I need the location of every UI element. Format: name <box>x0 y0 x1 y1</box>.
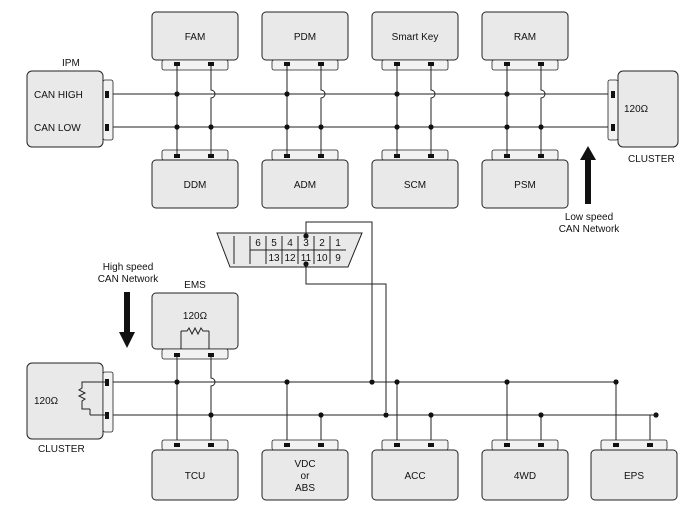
module-4wd-label: 4WD <box>514 471 536 482</box>
pin-1: 1 <box>335 238 341 249</box>
pin-12: 12 <box>284 253 296 264</box>
module-ems-resistor: 120Ω <box>183 311 208 322</box>
module-vdc-label: VDC <box>294 459 315 470</box>
module-abs-label: ABS <box>295 483 315 494</box>
module-vdc-abs: VDC or ABS <box>261 439 349 501</box>
module-vdc-or-label: or <box>301 471 311 482</box>
module-fam-label: FAM <box>185 32 206 43</box>
pin-10: 10 <box>316 253 328 264</box>
module-scm: SCM <box>371 149 459 209</box>
cluster-high: 120Ω CLUSTER <box>26 362 114 455</box>
low-network-label-2: CAN Network <box>559 224 621 235</box>
ipm-can-low-label: CAN LOW <box>34 123 81 134</box>
module-acc: ACC <box>371 439 459 501</box>
arrow-down-icon <box>119 292 135 348</box>
connector-wires <box>305 221 387 412</box>
module-pdm: PDM <box>261 11 349 71</box>
pin-6: 6 <box>255 238 261 249</box>
pin-13: 13 <box>268 253 280 264</box>
pin-11: 11 <box>301 253 312 264</box>
diagnostic-connector: 6 5 4 3 2 1 13 12 11 10 9 <box>216 232 363 268</box>
module-adm: ADM <box>261 149 349 209</box>
cluster-low-resistor: 120Ω <box>624 104 649 115</box>
module-smart-key: Smart Key <box>371 11 459 71</box>
module-ram: RAM <box>481 11 569 71</box>
module-psm: PSM <box>481 149 569 209</box>
module-acc-label: ACC <box>404 471 425 482</box>
module-adm-label: ADM <box>294 180 316 191</box>
module-ddm: DDM <box>151 149 239 209</box>
module-fam: FAM <box>151 11 239 71</box>
module-tcu: TCU <box>151 439 239 501</box>
ipm-module: IPM CAN HIGH CAN LOW <box>26 58 114 148</box>
module-psm-label: PSM <box>514 180 536 191</box>
pin-2: 2 <box>319 238 325 249</box>
high-network-label-2: CAN Network <box>98 274 160 285</box>
high-bus-drops <box>174 357 659 442</box>
pin-5: 5 <box>271 238 277 249</box>
pin-4: 4 <box>287 238 293 249</box>
module-tcu-label: TCU <box>185 471 206 482</box>
module-pdm-label: PDM <box>294 32 316 43</box>
pin-3: 3 <box>303 238 309 249</box>
cluster-low: 120Ω CLUSTER <box>607 70 679 165</box>
low-network-label-1: Low speed <box>565 212 613 223</box>
cluster-low-title: CLUSTER <box>628 154 675 165</box>
module-ems-title: EMS <box>184 280 206 291</box>
cluster-high-resistor: 120Ω <box>34 396 59 407</box>
module-ems: EMS 120Ω <box>151 280 239 360</box>
low-bus-drops <box>174 66 546 154</box>
module-eps: EPS <box>590 439 678 501</box>
cluster-high-title: CLUSTER <box>38 444 85 455</box>
ipm-can-high-label: CAN HIGH <box>34 90 83 101</box>
module-scm-label: SCM <box>404 180 426 191</box>
pin-9: 9 <box>335 253 341 264</box>
ipm-title: IPM <box>62 58 80 69</box>
module-eps-label: EPS <box>624 471 644 482</box>
module-smart-key-label: Smart Key <box>392 32 439 43</box>
module-4wd: 4WD <box>481 439 569 501</box>
high-network-label-1: High speed <box>103 262 154 273</box>
arrow-up-icon <box>580 146 596 204</box>
module-ram-label: RAM <box>514 32 536 43</box>
module-ddm-label: DDM <box>184 180 207 191</box>
